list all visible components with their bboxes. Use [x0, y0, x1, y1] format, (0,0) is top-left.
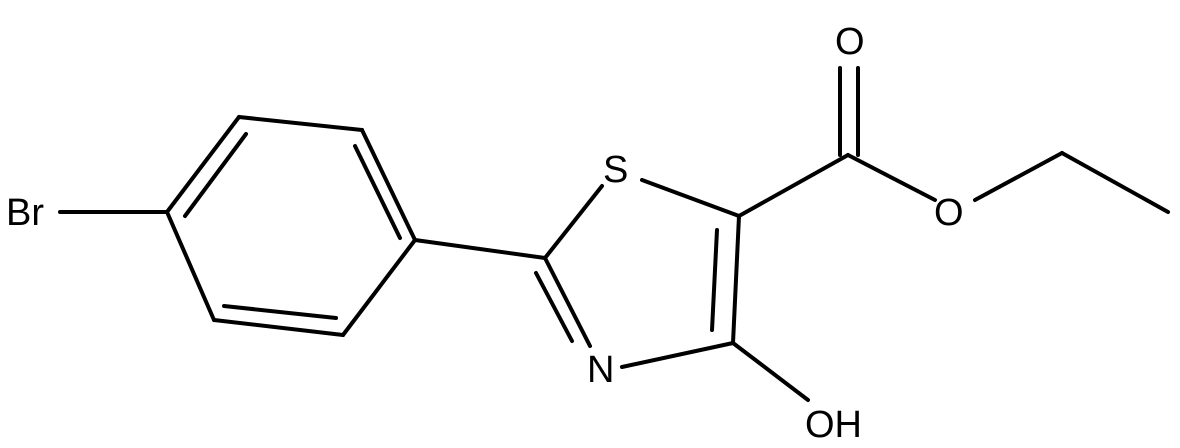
sulfur-label: S [603, 149, 628, 191]
ring-bond-c4-n [620, 341, 735, 369]
hydroxyl-label: OH [805, 404, 862, 446]
carbonyl-ester-oxygen-bond [846, 153, 937, 202]
ring-bond [341, 238, 417, 337]
ring-double-bond-inner-c5-c4 [710, 228, 719, 332]
ring-double-bond-inner [353, 144, 402, 240]
ring-bond-c2-s [543, 184, 604, 260]
carbonyl-oxygen-label: O [835, 21, 865, 63]
ring-bond [165, 115, 241, 214]
thiazole-ring [534, 178, 741, 369]
benzene-ring [165, 115, 417, 337]
ring-bond-s-c5 [640, 178, 741, 218]
aryl-thiazole-bond [413, 238, 547, 260]
ring-bond [165, 210, 216, 322]
bromine-label: Br [6, 192, 44, 234]
ester-oxygen-label: O [934, 192, 964, 234]
nitrogen-label: N [587, 349, 614, 391]
ring-bond-c5-c4 [731, 214, 741, 345]
c5-carbonyl-bond [737, 153, 850, 218]
ethyl-bond [1060, 151, 1170, 214]
ester-oxygen-ethyl-bond [973, 151, 1064, 202]
ring-double-bond-inner-n-c2 [534, 271, 574, 343]
ring-double-bond-inner [183, 132, 248, 218]
ring-bond [212, 318, 345, 337]
ring-bond [360, 128, 417, 242]
ester-group [737, 66, 1170, 218]
ring-double-bond-inner [222, 304, 338, 320]
ring-bond-n-c2 [543, 256, 592, 348]
hydroxyl-bond [731, 341, 810, 402]
ring-bond [237, 115, 364, 132]
